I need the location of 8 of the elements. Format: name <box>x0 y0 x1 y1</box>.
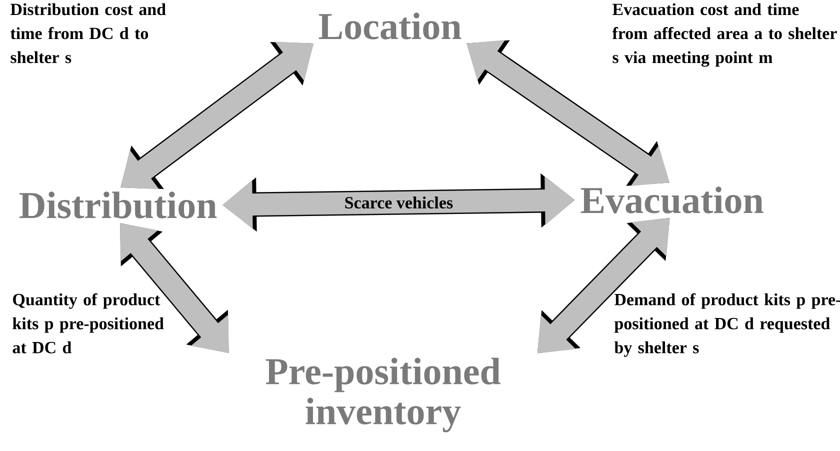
note-text: Evacuation cost and time from affected area a to shelter s via meeting point m <box>612 3 837 67</box>
note-text: Distribution cost and time from DC d to shelter s <box>10 3 166 64</box>
node-title: Evacuation <box>580 186 764 214</box>
node-title: Distribution <box>19 192 217 218</box>
node-title: Pre-positioned inventory <box>266 358 500 432</box>
edge-label: Scarce vehicles <box>345 196 453 208</box>
note-text: Quantity of product kits p pre-positioned at DC d <box>12 293 164 354</box>
node-title: Location <box>318 12 462 40</box>
